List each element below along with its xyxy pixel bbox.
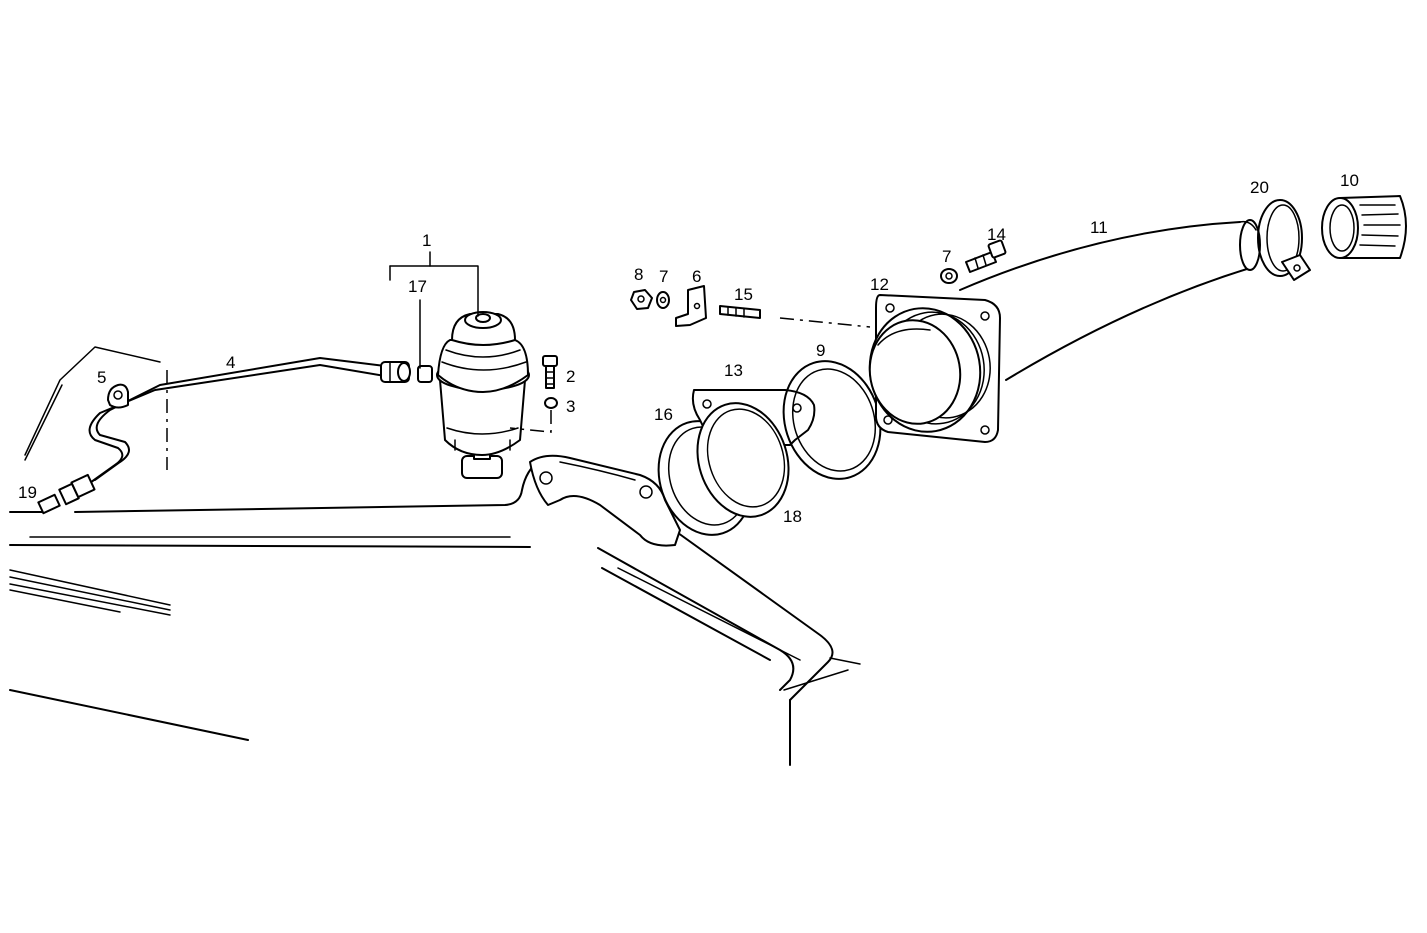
assembly-bracket-1: [389, 251, 479, 369]
label-4: 4: [226, 353, 235, 372]
part-labels: 1 2 3 4 5 6 7 7 8 9 10 11 12 13 14 15 16…: [18, 171, 1359, 526]
label-10: 10: [1340, 171, 1359, 190]
label-8: 8: [634, 265, 643, 284]
label-14: 14: [987, 225, 1006, 244]
engine-body-outline: [9, 459, 861, 766]
label-2: 2: [566, 367, 575, 386]
bolt-2: [542, 355, 558, 389]
label-7a: 7: [659, 267, 668, 286]
fuel-filter-assembly: [417, 311, 530, 479]
air-filter-10: [1321, 195, 1407, 259]
pipe-nut: [380, 361, 411, 383]
washer-7b: [940, 268, 958, 284]
bolt-14: [965, 239, 1007, 273]
intake-hose-11: [959, 219, 1261, 381]
flange-13: [691, 389, 816, 518]
nut-8: [630, 289, 653, 310]
hose-clamp-20: [1257, 199, 1311, 281]
washer-7a: [656, 291, 670, 309]
washer-3: [509, 397, 558, 433]
label-9: 9: [816, 341, 825, 360]
label-3: 3: [566, 397, 575, 416]
label-20: 20: [1250, 178, 1269, 197]
label-18: 18: [783, 507, 802, 526]
label-6: 6: [692, 267, 701, 286]
banjo-fitting: [37, 473, 96, 515]
label-13: 13: [724, 361, 743, 380]
label-12: 12: [870, 275, 889, 294]
angle-bracket-6: [675, 285, 707, 327]
label-7b: 7: [942, 247, 951, 266]
intake-flange-12: [868, 294, 1001, 443]
stud-15: [719, 305, 871, 328]
label-1: 1: [422, 231, 431, 250]
label-11: 11: [1090, 218, 1108, 237]
fuel-line-pipe: [24, 346, 386, 491]
label-17: 17: [408, 277, 427, 296]
label-5: 5: [97, 368, 106, 387]
label-16: 16: [654, 405, 673, 424]
intake-bracket: [529, 454, 681, 547]
pipe-clamp: [107, 383, 129, 409]
label-19: 19: [18, 483, 37, 502]
label-15: 15: [734, 285, 753, 304]
